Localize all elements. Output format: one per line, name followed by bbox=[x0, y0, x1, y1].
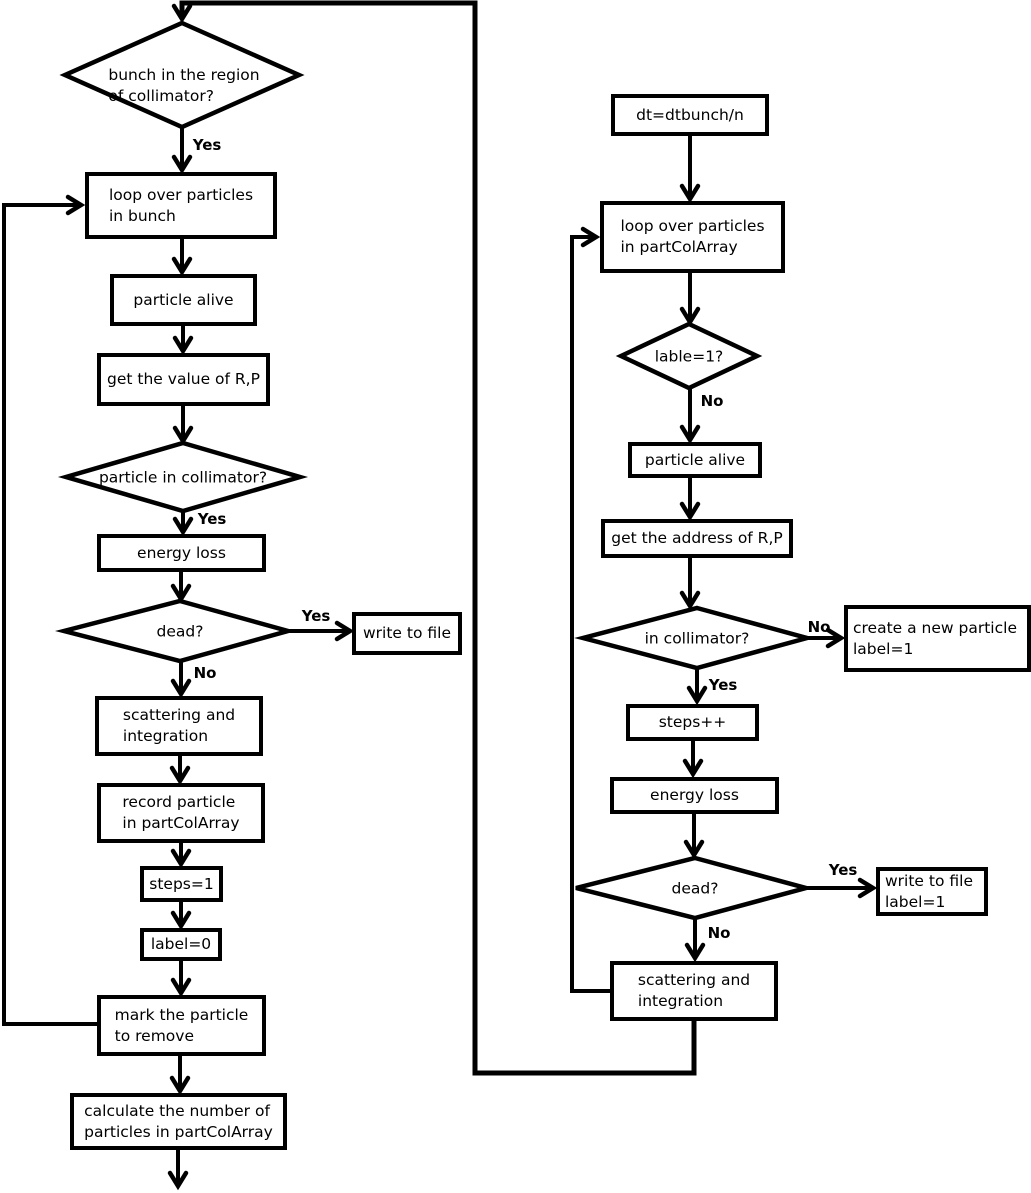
node-steps-plus-plus: steps++ bbox=[626, 704, 759, 741]
node-label: loop over particles in partColArray bbox=[620, 217, 765, 256]
node-label: get the value of R,P bbox=[107, 370, 260, 388]
decision-particle-in-collimator-label: particle in collimator? bbox=[98, 468, 268, 487]
node-label: label=0 bbox=[150, 935, 212, 953]
node-particle-alive-right: particle alive bbox=[628, 442, 762, 478]
node-label: scattering and integration bbox=[637, 971, 751, 1010]
node-label: record particle in partColArray bbox=[122, 793, 240, 832]
node-label: get the address of R,P bbox=[611, 529, 783, 547]
decision-dead-left-label: dead? bbox=[156, 622, 204, 641]
node-label: write to file label=1 bbox=[885, 871, 973, 911]
connector-bigloop-to-bunch-region bbox=[171, 0, 697, 1076]
edge-label-yes-dead-right: Yes bbox=[828, 861, 858, 879]
node-scattering-integration-right: scattering and integration bbox=[610, 961, 778, 1021]
node-get-value-rp: get the value of R,P bbox=[97, 353, 270, 406]
edge-label-no-dead-right: No bbox=[707, 924, 731, 942]
node-label: energy loss bbox=[650, 786, 739, 804]
edge-label-yes-dead-left: Yes bbox=[301, 607, 331, 625]
node-record-particle: record particle in partColArray bbox=[97, 783, 265, 843]
node-label: particle alive bbox=[644, 450, 746, 469]
node-label: calculate the number of particles in par… bbox=[84, 1101, 273, 1141]
decision-dead-right-label: dead? bbox=[671, 879, 719, 898]
node-label: steps=1 bbox=[149, 874, 214, 893]
connector-scattering-loopback-to-looppartcol bbox=[570, 226, 610, 993]
node-write-to-file-right: write to file label=1 bbox=[876, 867, 988, 916]
node-label: particle alive bbox=[133, 290, 234, 309]
decision-lable-label: lable=1? bbox=[654, 347, 724, 366]
edge-label-yes-bunch: Yes bbox=[192, 136, 222, 154]
node-loop-over-particles-bunch: loop over particles in bunch bbox=[85, 172, 277, 239]
node-label: mark the particle to remove bbox=[114, 1005, 249, 1045]
node-label: steps++ bbox=[658, 713, 727, 731]
node-scattering-integration-left: scattering and integration bbox=[95, 696, 263, 756]
node-label: create a new particle label=1 bbox=[853, 618, 1017, 658]
node-energy-loss-right: energy loss bbox=[610, 777, 779, 814]
node-create-new-particle: create a new particle label=1 bbox=[844, 605, 1031, 672]
node-particle-alive-left: particle alive bbox=[110, 274, 257, 326]
edge-label-yes-in-collimator: Yes bbox=[708, 676, 738, 694]
node-energy-loss-left: energy loss bbox=[97, 534, 266, 572]
node-label: scattering and integration bbox=[122, 706, 236, 745]
decision-in-collimator-label: in collimator? bbox=[644, 629, 750, 648]
node-label: write to file bbox=[363, 624, 451, 642]
node-calc-number-partcolarray: calculate the number of particles in par… bbox=[70, 1093, 287, 1150]
edge-label-yes-collimator: Yes bbox=[197, 510, 227, 528]
node-label: energy loss bbox=[137, 543, 226, 562]
node-label-eq-0: label=0 bbox=[140, 928, 222, 961]
node-loop-over-particles-partcolarray: loop over particles in partColArray bbox=[600, 201, 785, 273]
node-label: dt=dtbunch/n bbox=[636, 105, 744, 124]
node-steps-eq-1: steps=1 bbox=[140, 866, 223, 902]
edge-label-no-dead-left: No bbox=[193, 664, 217, 682]
node-dt-dtbunch: dt=dtbunch/n bbox=[611, 94, 769, 136]
node-write-to-file-left: write to file bbox=[352, 612, 462, 655]
node-get-address-rp: get the address of R,P bbox=[601, 519, 793, 558]
connector-mark-loopback-to-loop-bunch bbox=[2, 194, 97, 1026]
node-label: loop over particles in bunch bbox=[108, 185, 254, 225]
edge-label-no-lable: No bbox=[700, 392, 724, 410]
edge-label-no-in-collimator: No bbox=[807, 618, 831, 636]
decision-bunch-region-label: bunch in the region of collimator? bbox=[108, 66, 260, 105]
node-mark-particle-remove: mark the particle to remove bbox=[97, 995, 266, 1056]
